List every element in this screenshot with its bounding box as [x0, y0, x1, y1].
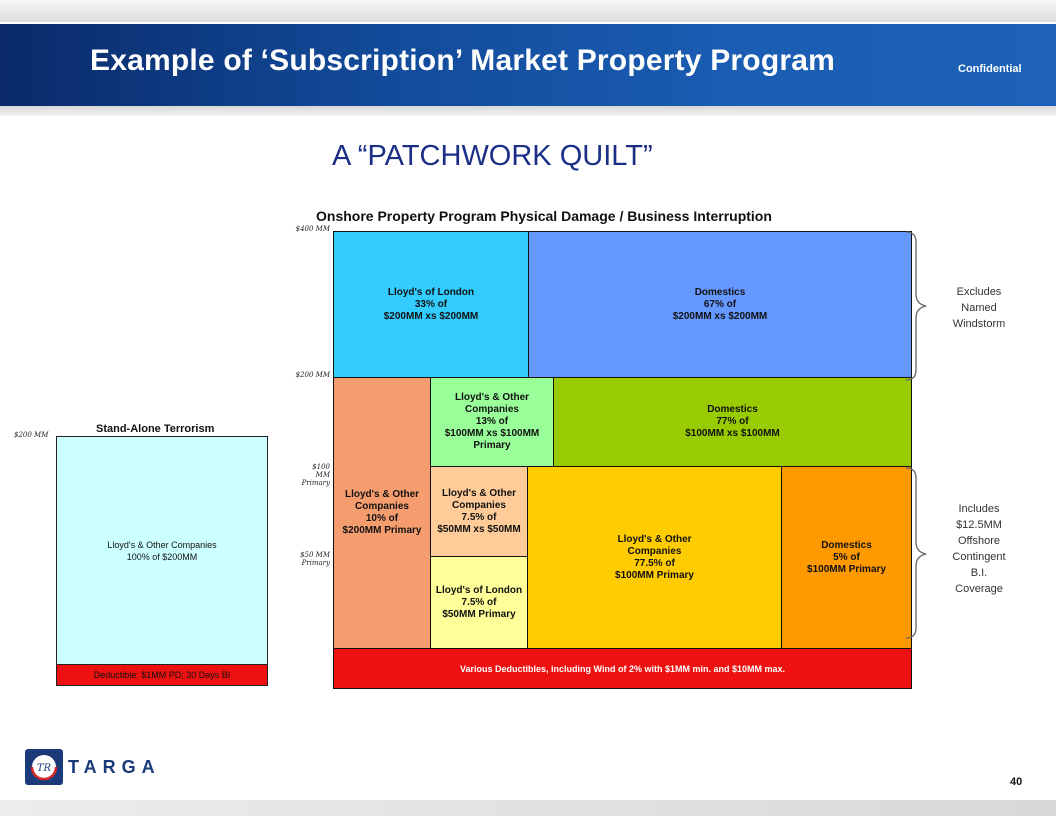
page-title: Example of ‘Subscription’ Market Propert… [90, 44, 835, 77]
axis-label-400: $400 MM [295, 225, 330, 233]
axis-label-200: $200 MM [295, 371, 330, 379]
block-domestics-5: Domestics 5% of $100MM Primary [781, 466, 912, 649]
title-bar [0, 24, 1056, 106]
targa-logo-icon: TR [25, 749, 63, 785]
block-lloyds-other-10: Lloyd's & Other Companies 10% of $200MM … [333, 377, 431, 649]
confidential-label: Confidential [958, 63, 1022, 75]
block-domestics-77: Domestics 77% of $100MM xs $100MM [553, 377, 912, 467]
terror-axis-label: $200 MM [14, 431, 49, 439]
title-underline [0, 106, 1056, 116]
terrorism-coverage-block: Lloyd's & Other Companies 100% of $200MM [56, 436, 268, 665]
block-lloyds-london-7-5: Lloyd's of London 7.5% of $50MM Primary [430, 556, 528, 649]
block-lloyds-other-77-5: Lloyd's & Other Companies 77.5% of $100M… [527, 466, 782, 649]
page-number: 40 [1010, 776, 1023, 788]
block-domestics-top: Domestics 67% of $200MM xs $200MM [528, 231, 912, 378]
brace-includes-icon [905, 467, 927, 639]
note-excludes-windstorm: Excludes Named Windstorm [952, 286, 1006, 330]
axis-label-100: $100 MM Primary [301, 463, 330, 487]
patchwork-subtitle: A “PATCHWORK QUILT” [332, 140, 653, 172]
block-lloyds-other-13: Lloyd's & Other Companies 13% of $100MM … [430, 377, 554, 467]
program-heading: Onshore Property Program Physical Damage… [316, 208, 772, 224]
block-deductibles: Various Deductibles, including Wind of 2… [333, 648, 912, 689]
bottom-strip [0, 800, 1056, 816]
targa-logo-text: TARGA [68, 757, 161, 777]
brace-excludes-icon [905, 231, 927, 381]
terrorism-deductible-block: Deductible: $1MM PD; 30 Days BI [56, 664, 268, 686]
axis-label-50: $50 MM Primary [300, 551, 330, 567]
terrorism-title: Stand-Alone Terrorism [96, 423, 215, 435]
svg-text:TR: TR [37, 763, 52, 774]
note-includes-contingent-bi: Includes $12.5MM Offshore Contingent B.I… [952, 503, 1006, 595]
block-lloyds-other-7-5: Lloyd's & Other Companies 7.5% of $50MM … [430, 466, 528, 557]
top-strip [0, 0, 1056, 22]
block-lloyds-london-top: Lloyd's of London 33% of $200MM xs $200M… [333, 231, 529, 378]
